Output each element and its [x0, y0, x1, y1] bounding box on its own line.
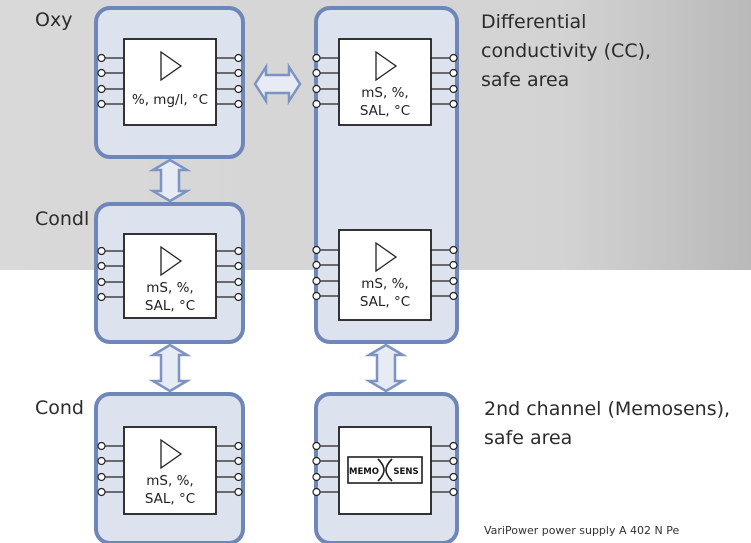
- memosens-logo-right-text: SENS: [393, 467, 418, 477]
- connector-pin: [234, 68, 243, 78]
- connector-pin: [97, 487, 106, 497]
- amplifier-triangle-icon: [160, 245, 183, 277]
- module-units-line: SAL, °C: [359, 294, 411, 310]
- desc-differential-line-1: Differential: [481, 11, 587, 33]
- bidirectional-arrow-icon: [148, 158, 192, 203]
- connector-pin: [97, 68, 106, 78]
- amplifier-triangle-icon: [160, 438, 183, 470]
- connector-pin: [97, 456, 106, 466]
- desc-differential-line-2: conductivity (CC),: [481, 40, 652, 62]
- label-cond: Cond: [35, 397, 84, 419]
- connector-pin: [97, 53, 106, 63]
- footer-caption: VariPower power supply A 402 N Pe: [484, 524, 680, 537]
- connector-pin: [234, 246, 243, 256]
- connector-pin: [312, 472, 321, 482]
- connector-pin: [97, 261, 106, 271]
- amplifier-triangle-icon: [375, 241, 398, 273]
- module-units-line: mS, %,: [146, 280, 194, 296]
- connector-pin: [97, 277, 106, 287]
- connector-pin: [449, 291, 458, 301]
- connector-pin: [449, 53, 458, 63]
- connector-pin: [234, 277, 243, 287]
- connector-pin: [97, 84, 106, 94]
- module-units-line: SAL, °C: [144, 298, 196, 314]
- inner-box-oxy: [123, 38, 217, 126]
- connector-pin: [234, 261, 243, 271]
- connector-pin: [234, 441, 243, 451]
- module-units-text: mS, %, SAL, °C: [339, 84, 431, 120]
- connector-pin: [312, 68, 321, 78]
- module-units-text: %, mg/l, °C: [124, 91, 216, 109]
- memosens-logo: MEMO SENS: [347, 456, 423, 484]
- connector-pin: [312, 84, 321, 94]
- connector-pin: [312, 456, 321, 466]
- connector-pin: [312, 245, 321, 255]
- bidirectional-arrow-icon: [253, 62, 302, 106]
- connector-pin: [97, 246, 106, 256]
- connector-pin: [312, 276, 321, 286]
- connector-pin: [312, 487, 321, 497]
- connector-pin: [234, 456, 243, 466]
- connector-pin: [234, 292, 243, 302]
- connector-pin: [449, 260, 458, 270]
- connector-pin: [234, 472, 243, 482]
- connector-pin: [449, 245, 458, 255]
- module-units-line: mS, %,: [146, 473, 194, 489]
- bidirectional-arrow-icon: [364, 343, 408, 393]
- module-units-line: mS, %,: [361, 85, 409, 101]
- connector-pin: [234, 84, 243, 94]
- inner-box-cc-bottom: [338, 229, 432, 321]
- inner-box-condl: [123, 233, 217, 319]
- module-units-line: SAL, °C: [144, 491, 196, 507]
- connector-pin: [312, 53, 321, 63]
- module-units-text: mS, %, SAL, °C: [339, 275, 431, 311]
- module-units-text: mS, %, SAL, °C: [124, 472, 216, 508]
- connector-pin: [449, 472, 458, 482]
- bidirectional-arrow-icon: [148, 343, 192, 393]
- amplifier-triangle-icon: [160, 50, 183, 82]
- memosens-logo-left-text: MEMO: [349, 467, 379, 477]
- connector-pin: [312, 441, 321, 451]
- connector-pin: [97, 441, 106, 451]
- connector-pin: [97, 99, 106, 109]
- module-units-line: mS, %,: [361, 276, 409, 292]
- connector-pin: [449, 456, 458, 466]
- desc-differential-line-3: safe area: [481, 69, 570, 91]
- connector-pin: [97, 292, 106, 302]
- connector-pin: [449, 84, 458, 94]
- label-condl: Condl: [35, 208, 90, 230]
- connector-pin: [449, 487, 458, 497]
- amplifier-triangle-icon: [375, 50, 398, 82]
- module-units-line: %, mg/l, °C: [131, 92, 209, 108]
- module-units-line: SAL, °C: [359, 103, 411, 119]
- label-oxy: Oxy: [35, 9, 73, 31]
- connector-pin: [312, 291, 321, 301]
- connector-pin: [234, 487, 243, 497]
- connector-pin: [234, 53, 243, 63]
- inner-box-cc-top: [338, 38, 432, 126]
- inner-box-cond: [123, 426, 217, 515]
- connector-pin: [97, 472, 106, 482]
- module-units-text: mS, %, SAL, °C: [124, 279, 216, 315]
- desc-second-channel-line-1: 2nd channel (Memosens),: [484, 398, 731, 420]
- connector-pin: [449, 276, 458, 286]
- connector-pin: [449, 441, 458, 451]
- connector-pin: [312, 260, 321, 270]
- desc-second-channel-line-2: safe area: [484, 427, 573, 449]
- desc-differential-conductivity: Differential conductivity (CC), safe are…: [481, 8, 651, 95]
- connector-pin: [449, 99, 458, 109]
- desc-second-channel: 2nd channel (Memosens), safe area: [484, 395, 730, 453]
- connector-pin: [234, 99, 243, 109]
- connector-pin: [312, 99, 321, 109]
- connector-pin: [449, 68, 458, 78]
